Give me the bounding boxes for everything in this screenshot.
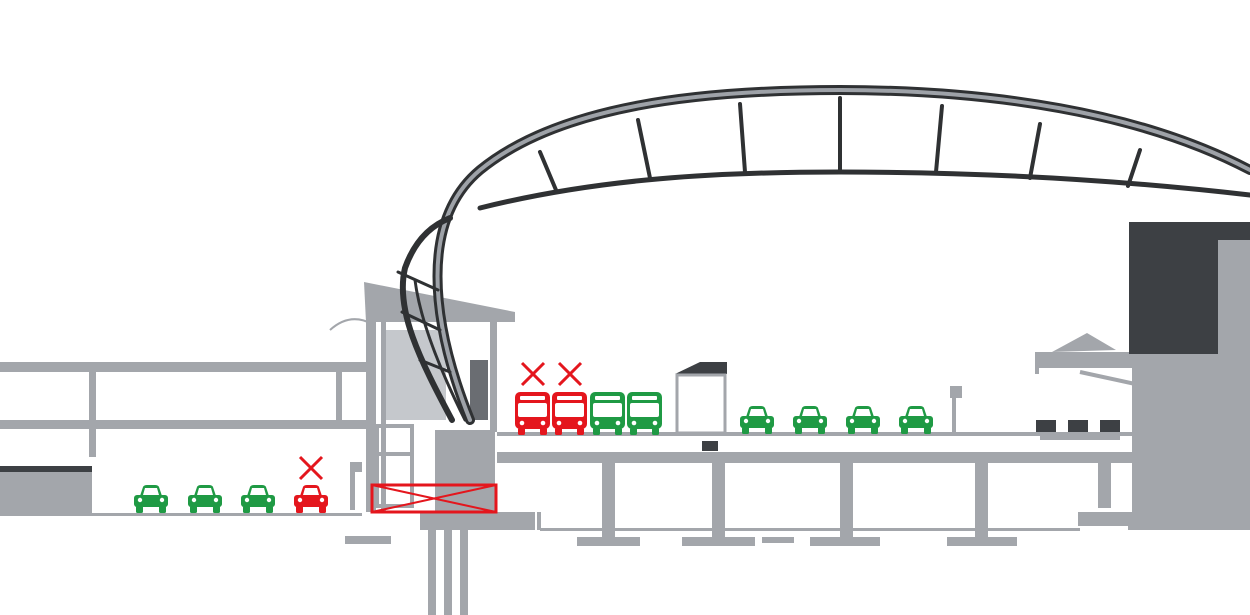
deck-equipment-2: [1036, 420, 1056, 432]
deck-equipment-1: [702, 441, 718, 451]
right-canopy: [1035, 333, 1141, 387]
upper-bus-1: [515, 392, 550, 435]
left-deck-middle: [0, 420, 372, 429]
truss-strut-3: [738, 102, 747, 174]
left-footing: [345, 536, 391, 544]
canopy-outer-arc-highlight: [435, 87, 1250, 422]
upper-bus-4: [627, 392, 662, 435]
upper-bus-3: [590, 392, 625, 435]
deck-footing-1: [577, 537, 640, 546]
upper-car-2: [793, 406, 827, 434]
left-deck-upper: [0, 362, 372, 372]
terminal-ledge-2: [1218, 286, 1250, 292]
tower-base: [420, 512, 535, 530]
deck-footing-mid: [762, 537, 794, 543]
tower-frame: [375, 424, 414, 508]
left-column-2: [336, 362, 342, 422]
upper-car-3: [846, 406, 880, 434]
arched-canopy: [396, 84, 1250, 425]
right-canopy-post: [1035, 352, 1039, 374]
arm-strut-3: [418, 358, 452, 374]
deck-column-2: [712, 463, 725, 538]
terminal-column: [1218, 240, 1250, 530]
kiosk-roof: [675, 362, 727, 374]
lower-car-2: [188, 485, 222, 513]
deck-equipment-base: [1040, 432, 1120, 440]
tower-inner-wall: [381, 322, 386, 512]
kiosk-body: [675, 373, 727, 435]
canopy-secondary-arm: [399, 215, 455, 423]
tower-pile-1: [428, 530, 436, 615]
left-parking-structure: [0, 318, 391, 544]
deck-equipment-3: [1068, 420, 1088, 432]
red-crossed-box-icon: [370, 483, 498, 514]
deck-signpost: [952, 396, 956, 432]
closed-zone: [370, 483, 498, 514]
deck-footing-3: [810, 537, 880, 546]
deck-sign: [950, 386, 962, 398]
upper-deck: [497, 386, 1137, 546]
left-column: [89, 362, 96, 457]
truss-strut-5: [934, 104, 944, 174]
red-x-icon: [557, 361, 583, 387]
canopy-inner-chord: [477, 169, 1250, 211]
deck-equipment-4: [1100, 420, 1120, 432]
truss-strut-2: [636, 118, 652, 180]
truss-strut-6: [1028, 122, 1042, 180]
upper-car-4: [899, 406, 933, 434]
terminal-base: [1128, 512, 1250, 530]
deck-top-line: [497, 432, 1137, 436]
upper-level-cars: [740, 406, 933, 434]
kiosk: [675, 362, 727, 435]
lower-level-cars: [134, 455, 328, 513]
right-canopy-beam: [1035, 352, 1140, 368]
deck-column-1: [602, 463, 615, 538]
central-tower: [364, 282, 535, 615]
deck-slab: [497, 452, 1137, 463]
deck-ramp-post: [537, 512, 541, 530]
deck-ground-line: [540, 528, 1080, 531]
closed-zone-diagonal-2: [371, 484, 497, 513]
lower-car-3: [241, 485, 275, 513]
deck-footing-5: [1078, 512, 1133, 526]
tower-frame-bar: [377, 452, 412, 456]
left-post: [350, 465, 355, 510]
right-terminal: [1128, 222, 1250, 530]
lower-car-1: [134, 485, 168, 513]
tower-pile-3: [460, 530, 468, 615]
right-canopy-roof: [1052, 333, 1116, 352]
left-block: [0, 470, 92, 516]
tower-pile-2: [444, 530, 452, 615]
upper-car-1: [740, 406, 774, 434]
terminal-ledge: [1218, 262, 1250, 270]
upper-bus-2: [552, 392, 587, 435]
right-canopy-brace: [1079, 370, 1141, 387]
arm-strut-1: [396, 270, 440, 292]
deck-footing-2: [682, 537, 755, 546]
canopy-secondary-arm-2: [413, 278, 467, 422]
red-x-icon: [520, 361, 546, 387]
left-block-top: [0, 466, 92, 472]
tower-right-post: [490, 322, 497, 432]
truss-strut-7: [1126, 148, 1142, 188]
deck-column-5: [1098, 463, 1111, 508]
tower-dark-panel: [470, 360, 488, 420]
deck-column-4: [975, 463, 988, 538]
red-x-icon: [298, 455, 324, 481]
left-road-line: [92, 513, 362, 516]
left-post-sign: [350, 462, 362, 472]
tower-left-wall: [366, 322, 376, 512]
deck-footing-4: [947, 537, 1017, 546]
tower-stem: [435, 430, 495, 512]
truss-strut-1: [538, 150, 558, 192]
lower-car-4: [294, 485, 328, 513]
deck-column-3: [840, 463, 853, 538]
upper-level-buses: [515, 361, 662, 435]
arm-strut-2: [400, 310, 442, 332]
